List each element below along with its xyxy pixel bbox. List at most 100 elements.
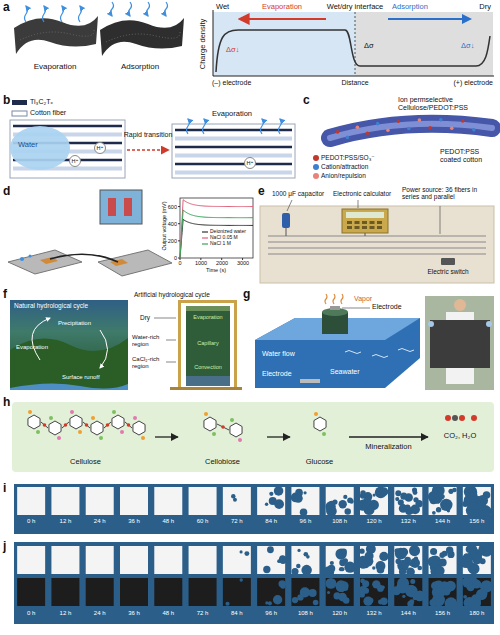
hand	[428, 321, 434, 327]
annotation-label: H⁺	[247, 160, 254, 166]
degraded-hole	[434, 566, 444, 576]
annotation-label: 3000	[237, 260, 249, 266]
degraded-hole	[273, 595, 282, 604]
calculator-key	[370, 221, 375, 224]
stage-label: Cellobiose	[205, 458, 240, 467]
degraded-hole	[274, 499, 284, 509]
degraded-hole	[313, 600, 319, 606]
degraded-hole	[472, 580, 481, 589]
sample-tile	[86, 546, 114, 574]
annotation-label: Capillary	[197, 340, 218, 346]
degraded-hole	[382, 586, 385, 589]
interface-line	[355, 12, 356, 76]
degraded-hole	[404, 557, 411, 564]
degraded-hole	[309, 589, 317, 597]
degraded-hole	[303, 491, 306, 494]
tick	[200, 258, 201, 260]
side-group	[36, 430, 40, 434]
degraded-hole	[437, 487, 443, 493]
degraded-hole	[267, 546, 274, 553]
edge-label: Mineralization	[365, 443, 411, 452]
annotation-label: Water flow	[262, 350, 295, 358]
annotation-label: 144 h	[401, 610, 416, 617]
degraded-hole	[430, 548, 437, 555]
side-group	[91, 416, 95, 420]
degraded-hole	[339, 500, 347, 508]
side-group	[49, 416, 53, 420]
degraded-hole	[240, 578, 243, 581]
transition-arrow	[127, 149, 168, 151]
sample-tile	[360, 578, 388, 606]
degraded-hole	[395, 548, 407, 560]
calculator-key	[370, 226, 375, 229]
degraded-hole	[363, 597, 372, 606]
tick	[242, 258, 243, 260]
degraded-hole	[400, 493, 407, 500]
frame-rod	[234, 300, 237, 388]
degraded-hole	[445, 597, 458, 610]
annotation-label: Natural hydrological cycle	[14, 302, 88, 309]
annotation-label: Ti₃C₂Tₓ	[30, 98, 53, 106]
legend-line	[202, 243, 208, 244]
leader-line	[358, 200, 359, 208]
degradation-ground	[12, 402, 494, 472]
ion-dot	[346, 136, 350, 140]
legend-line-sample	[202, 236, 208, 240]
vapor-arrow	[261, 119, 264, 134]
annotation-label: PEDOT:PSS coated cotton	[440, 148, 494, 164]
vapor-wave	[341, 294, 343, 304]
water-drop	[20, 257, 24, 261]
degraded-hole	[442, 587, 450, 595]
degraded-hole	[409, 545, 420, 556]
degraded-hole	[473, 556, 481, 564]
degraded-hole	[440, 499, 452, 511]
cotton-layer	[175, 154, 292, 158]
person-head	[454, 299, 466, 311]
degraded-hole	[405, 505, 411, 511]
annotation-label: 0 h	[27, 518, 35, 525]
annotation-label: 0	[174, 255, 177, 261]
annotation-label: 96 h	[300, 518, 312, 525]
degraded-hole	[468, 488, 473, 493]
annotation-label: 1000 μF capacitor	[272, 190, 324, 197]
ion-dot	[461, 119, 465, 123]
fabric-ground	[260, 206, 494, 283]
annotation-label: Seawater	[330, 368, 360, 376]
fiber-box	[10, 120, 125, 178]
calculator-key	[377, 226, 382, 229]
leader-line	[166, 362, 176, 363]
degraded-hole	[327, 591, 330, 594]
sample-tile	[86, 578, 114, 606]
pathway-stage: Cellobiose	[180, 404, 265, 470]
sugar-ring	[49, 421, 61, 435]
hill	[10, 338, 128, 390]
degraded-hole	[368, 598, 373, 603]
fiber-row	[268, 247, 486, 248]
annotation-label: 24 h	[94, 610, 106, 617]
degraded-hole	[460, 555, 473, 568]
sample-tile	[51, 487, 79, 515]
degraded-hole	[338, 583, 346, 591]
side-group	[120, 430, 124, 434]
calculator-key	[347, 226, 352, 229]
stage-platform	[8, 250, 82, 274]
degraded-hole	[343, 495, 347, 499]
degraded-hole	[377, 566, 385, 574]
cycle-arrow	[100, 330, 108, 368]
legend-swatch	[313, 155, 319, 161]
degraded-hole	[434, 498, 440, 504]
degraded-hole	[398, 500, 404, 506]
annotation-label: Electrode	[372, 303, 402, 311]
annotation-label: 24 h	[94, 518, 106, 525]
degraded-hole	[428, 556, 439, 567]
legend-swatch	[313, 173, 319, 179]
wire	[286, 228, 287, 236]
legend-entry: PEDOT:PSS/SO₃⁻	[313, 154, 375, 161]
annotation-label: Dry	[479, 3, 491, 12]
proton-ball	[70, 156, 81, 167]
annotation-label: Convection	[194, 364, 222, 370]
tick	[180, 258, 181, 260]
panel-letter: h	[3, 396, 10, 410]
